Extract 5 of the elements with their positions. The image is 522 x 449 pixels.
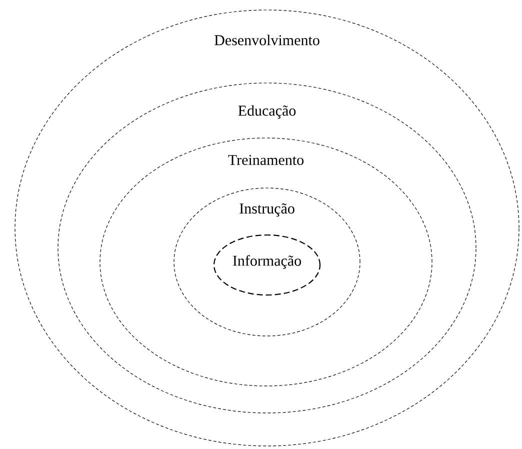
- ellipse-label: Treinamento: [228, 154, 304, 166]
- ellipse-label: Educação: [238, 105, 296, 119]
- ellipse-label: Informação: [233, 255, 301, 269]
- ellipse-label: Desenvolvimento: [214, 34, 320, 46]
- ellipse-label: Instrução: [240, 203, 294, 217]
